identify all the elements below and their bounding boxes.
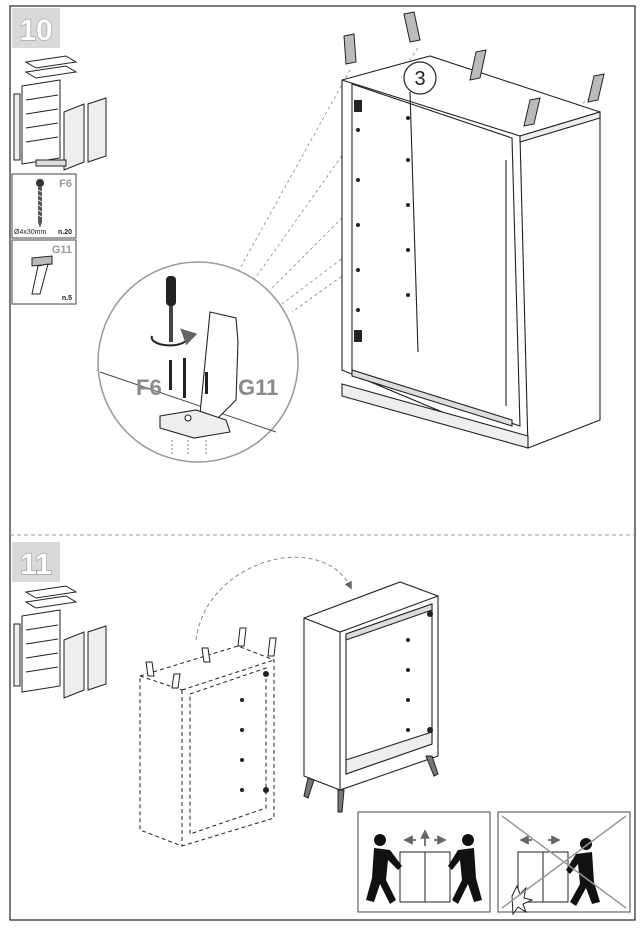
detail-label-foot: G11 [238,375,278,400]
shelf-pin-holes [356,116,410,312]
wardrobe-upside-down [341,55,601,449]
hinge-icon [354,100,362,342]
prohibited-cross-icon [501,815,627,909]
foot-detail [159,311,239,439]
furniture-foot-icon [31,255,53,295]
insertion-arrows [171,440,207,456]
callout-number: 3 [414,68,425,90]
quantity-callout: 3 [403,61,437,95]
person-icon [366,834,482,904]
wardrobe-dashed-outline [139,645,275,847]
part-quantity: n.5 [62,295,72,302]
screw-icon [169,358,208,398]
direction-arrows [403,829,447,846]
step-11: 11 [12,542,631,916]
exploded-wardrobe-icon [13,55,107,171]
page-frame [9,5,636,921]
shelf-pin-holes [240,671,269,793]
step-number-badge [12,542,60,582]
damage-burst-icon [511,884,534,916]
flip-arrow [195,556,352,641]
step-10: 10 F6 Ø4x30mm n.20 [11,8,605,463]
wardrobe-legs [303,755,439,813]
two-person-lift-correct [357,811,491,913]
detail-label-screw: F6 [136,375,162,400]
part-box-foot: G11 n.5 [11,239,77,305]
part-size: Ø4x30mm [14,229,46,236]
one-person-lift-incorrect [497,811,631,916]
step-number-badge [12,8,60,48]
part-box-screw: F6 Ø4x30mm n.20 [11,173,77,239]
legs-on-top [343,11,605,127]
wardrobe-upright [303,581,439,791]
exploded-wardrobe-icon [13,585,107,699]
rotation-arrow [150,328,198,347]
detail-magnifier: F6 G11 [97,261,299,463]
step-number: 10 [19,14,52,47]
part-quantity: n.20 [58,229,72,236]
screw-icon [36,179,44,228]
screwdriver-icon [166,276,176,342]
shelf-pin-holes [406,611,433,733]
legs-on-top [145,627,277,689]
part-code: F6 [59,178,72,190]
step-number: 11 [20,548,52,581]
part-code: G11 [52,244,72,256]
